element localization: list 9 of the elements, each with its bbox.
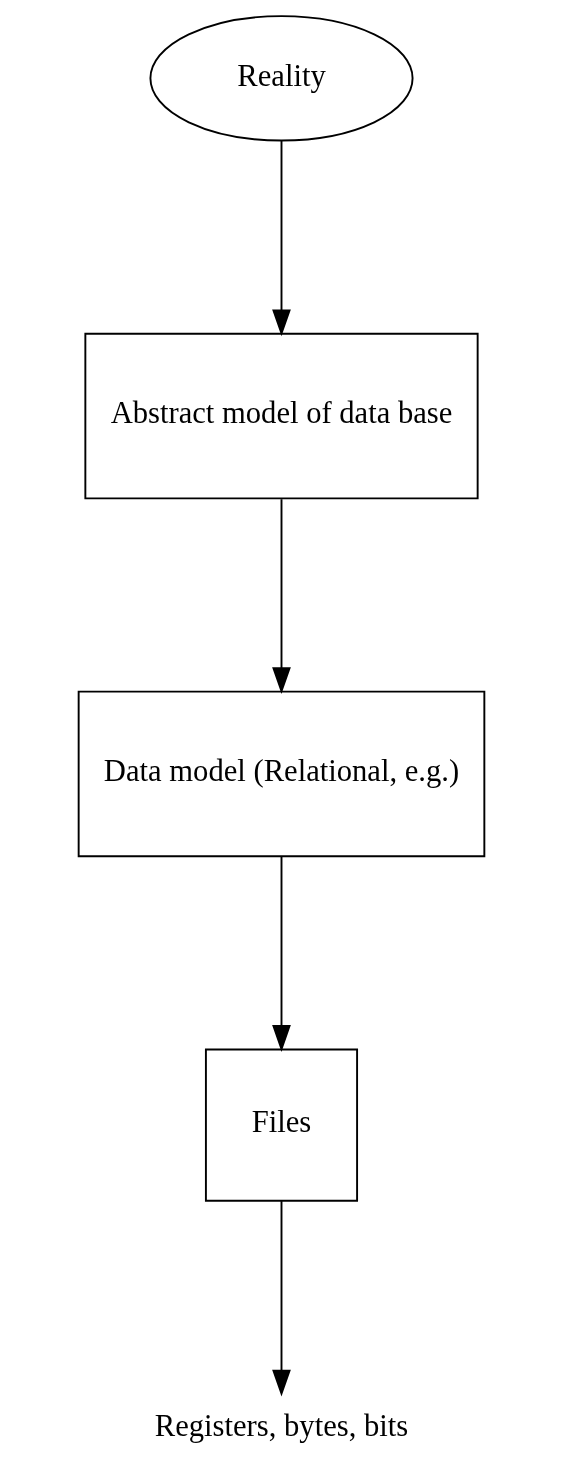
arrow <box>272 1200 291 1397</box>
node-text: Registers, bytes, bits <box>154 1408 409 1443</box>
node-ellipse: Reality <box>149 15 414 142</box>
node-box: Files <box>204 1048 359 1202</box>
arrow <box>272 855 291 1052</box>
node-box: Data model (Relational, e.g.) <box>77 690 486 858</box>
arrow <box>272 498 291 695</box>
node-box: Abstract model of data base <box>84 332 479 500</box>
arrow <box>272 139 291 337</box>
